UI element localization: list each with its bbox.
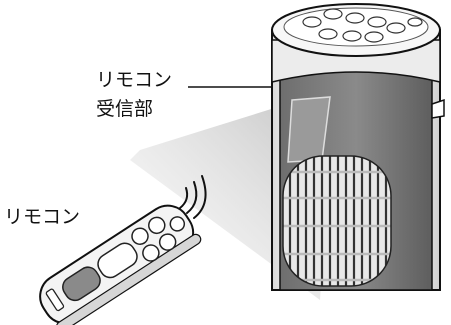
- receiver-window: [287, 96, 331, 163]
- receiver-label-line2: 受信部: [96, 98, 154, 120]
- side-handle: [431, 98, 445, 119]
- signal-waves-icon: [179, 175, 207, 219]
- receiver-label-line1: リモコン: [96, 69, 173, 91]
- remote-power-button: [62, 266, 101, 302]
- remote-control: [39, 204, 202, 325]
- remote-label: リモコン: [4, 206, 81, 228]
- tower-fan: [271, 3, 445, 291]
- top-controls: [302, 8, 423, 43]
- fan-grille: [283, 156, 391, 286]
